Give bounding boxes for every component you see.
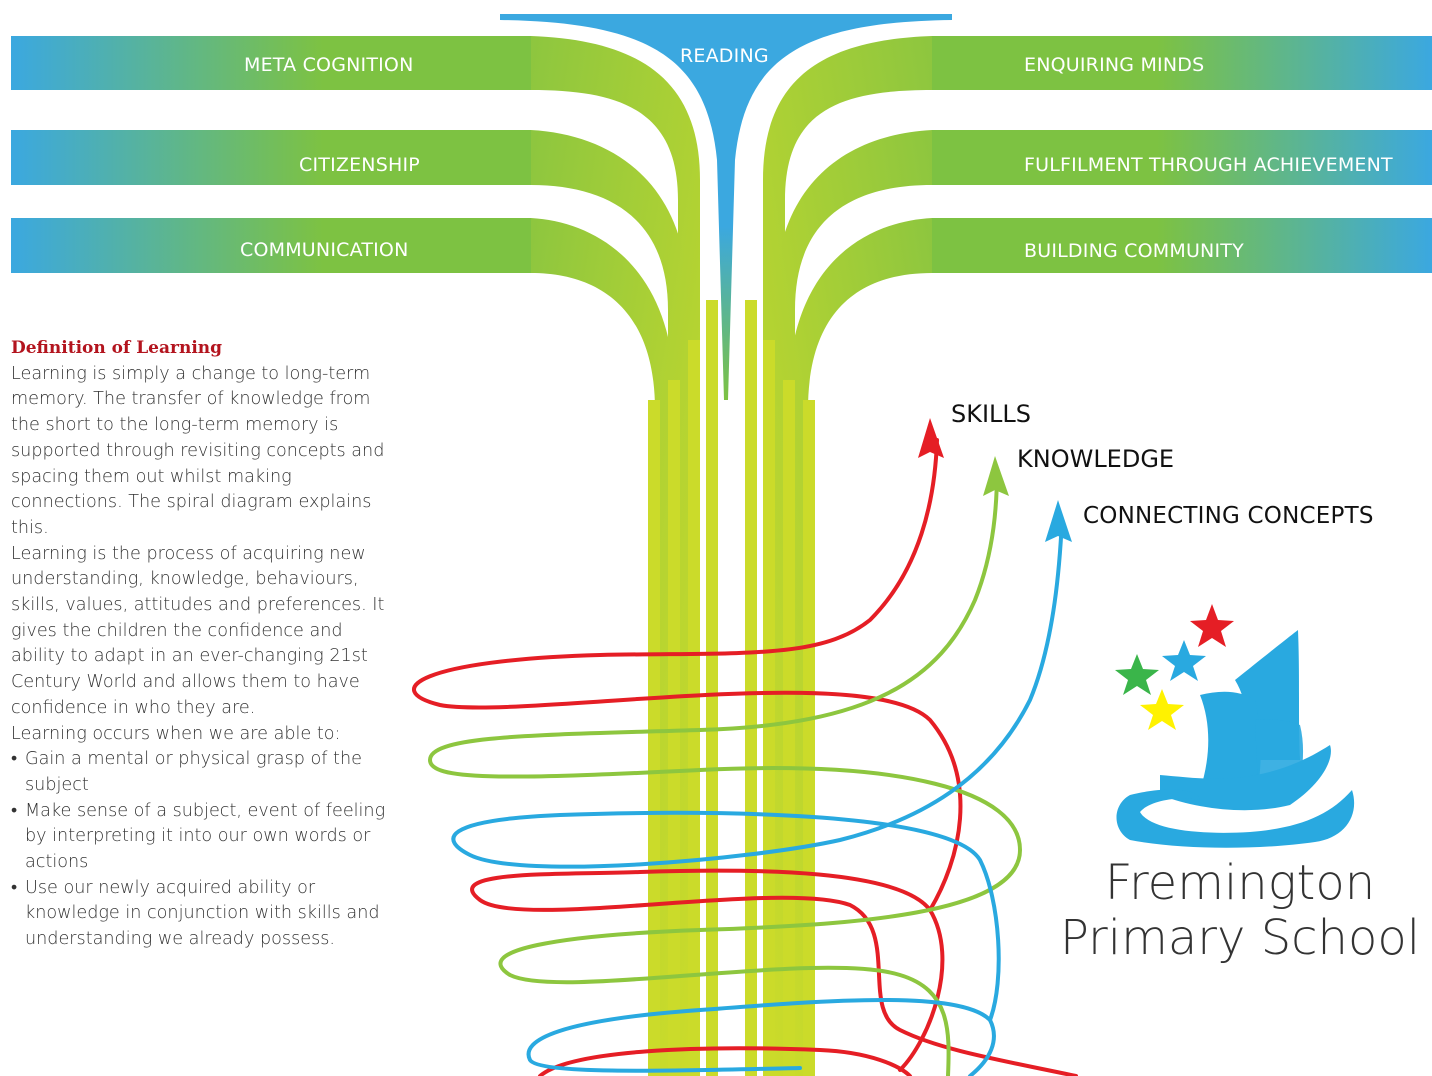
definition-bullet-list: Gain a mental or physical grasp of the s… [11,747,396,953]
citizenship-label: CITIZENSHIP [299,154,420,176]
definition-of-learning: Definition of Learning Learning is simpl… [11,336,396,953]
communication-label: COMMUNICATION [240,239,409,261]
meta-cognition-label: META COGNITION [244,54,414,76]
knowledge-label: KNOWLEDGE [1017,445,1175,473]
red-star-icon [1190,604,1234,647]
definition-paragraph-1: Learning is simply a change to long-term… [11,363,385,538]
list-item: Use our newly acquired ability or knowle… [11,876,396,953]
reading-label: READING [680,45,769,67]
definition-heading: Definition of Learning [11,338,223,358]
band-fulfilment [932,130,1432,185]
fulfilment-label: FULFILMENT THROUGH ACHIEVEMENT [1024,154,1393,176]
yellow-star-icon [1140,689,1184,730]
spiral [412,418,1078,1076]
connecting-concepts-arrowhead [1045,500,1072,542]
list-item: Make sense of a subject, event of feelin… [11,799,396,876]
skills-label: SKILLS [951,400,1032,428]
band-meta-cognition [11,36,531,90]
school-name-line-1: Fremington [1104,855,1376,911]
building-community-label: BUILDING COMMUNITY [1024,240,1244,262]
band-citizenship [11,130,531,185]
trunk-stems [648,300,815,1076]
reading-funnel [500,14,952,400]
definition-intro: Learning occurs when we are able to: [11,723,341,744]
list-item: Gain a mental or physical grasp of the s… [11,747,396,798]
knowledge-arrowhead [983,456,1009,496]
logo-stars [1115,604,1234,730]
school-name: Fremington Primary School [1048,856,1432,966]
knowledge-spiral-line [427,468,1023,1076]
enquiring-minds-label: ENQUIRING MINDS [1024,54,1205,76]
blue-star-icon [1162,640,1206,681]
green-star-icon [1115,654,1159,695]
skills-spiral-line [470,868,1078,1076]
definition-paragraph-2: Learning is the process of acquiring new… [11,543,385,718]
band-enquiring-minds [932,36,1432,90]
branch-bands [11,36,1432,273]
skills-arrowhead [918,418,944,458]
band-building-community [932,218,1432,273]
band-communication [11,218,531,273]
ship-icon [1116,630,1355,848]
school-name-line-2: Primary School [1059,910,1421,966]
connecting-concepts-label: CONNECTING CONCEPTS [1083,503,1374,529]
